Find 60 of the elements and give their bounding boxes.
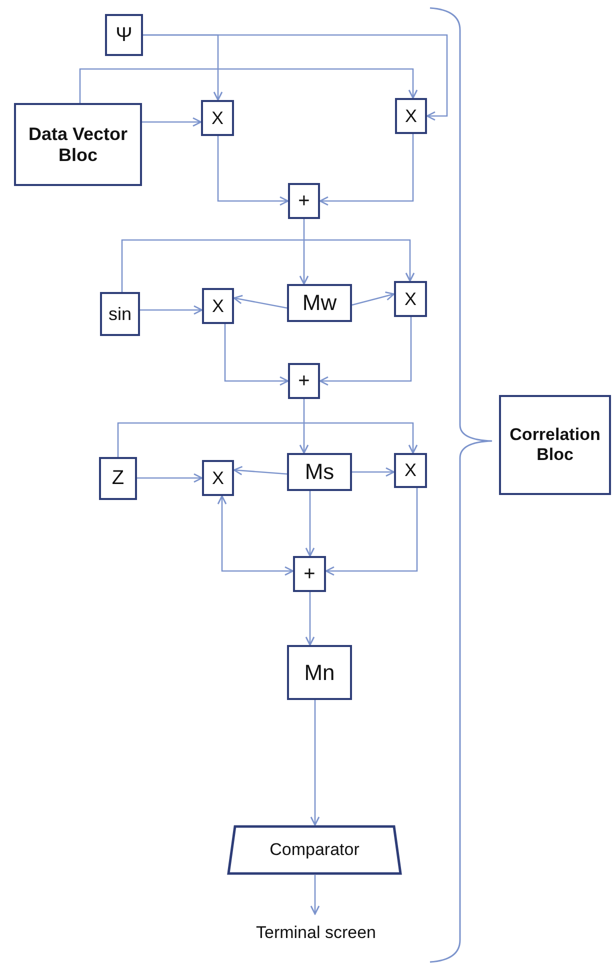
multiplier-box xyxy=(202,288,234,324)
box-label: Mn xyxy=(304,660,335,686)
box-label: X xyxy=(404,288,416,310)
arrow xyxy=(233,294,288,309)
box-label: Z xyxy=(112,467,124,490)
multiplier-box xyxy=(394,453,427,488)
arrow xyxy=(140,305,203,315)
multiplier-box xyxy=(202,460,234,496)
arrow xyxy=(310,875,320,915)
process-box xyxy=(14,103,142,186)
box-label: Mw xyxy=(302,290,337,316)
arrow xyxy=(79,68,418,103)
arrow xyxy=(305,491,315,557)
arrow xyxy=(319,317,412,386)
adder-box xyxy=(288,363,320,399)
arrow xyxy=(117,422,418,457)
arrow xyxy=(310,700,320,826)
arrow xyxy=(224,324,289,386)
arrow xyxy=(352,467,395,477)
box-label: Data Vector Bloc xyxy=(27,124,129,166)
adder-box xyxy=(293,556,326,592)
arrow xyxy=(121,239,415,292)
box-label: X xyxy=(211,108,224,128)
box-label: + xyxy=(304,562,316,586)
arrow xyxy=(233,466,288,476)
arrow xyxy=(137,473,203,483)
arrow xyxy=(325,488,418,576)
arrow xyxy=(143,34,448,121)
input-box xyxy=(100,292,140,336)
process-box xyxy=(287,645,352,700)
box-label: Correlation Bloc xyxy=(508,425,602,465)
box-label: sin xyxy=(108,304,132,324)
process-box xyxy=(499,395,611,495)
arrow xyxy=(319,134,414,206)
output-label: Terminal screen xyxy=(256,923,376,943)
comparator-trapezoid xyxy=(227,825,402,875)
multiplier-box xyxy=(394,281,427,317)
input-box xyxy=(105,14,143,56)
arrow xyxy=(142,117,202,127)
arrow xyxy=(305,592,315,646)
multiplier-box xyxy=(395,98,427,134)
box-label: + xyxy=(298,370,310,392)
box-label: X xyxy=(404,460,416,481)
input-box xyxy=(99,457,137,500)
box-label: X xyxy=(212,296,224,316)
arrow xyxy=(299,219,309,285)
box-label: Ms xyxy=(304,459,334,485)
box-label: Comparator xyxy=(270,840,360,860)
process-box xyxy=(287,284,352,322)
arrow xyxy=(299,399,309,454)
box-label: X xyxy=(212,468,224,488)
adder-box xyxy=(288,183,320,219)
arrow xyxy=(217,136,289,206)
box-label: + xyxy=(298,190,310,212)
box-label: X xyxy=(404,106,417,126)
box-label: Ψ xyxy=(116,24,132,46)
arrow xyxy=(352,291,395,306)
process-box xyxy=(287,453,352,491)
multiplier-box xyxy=(201,100,234,136)
arrow xyxy=(217,495,294,576)
